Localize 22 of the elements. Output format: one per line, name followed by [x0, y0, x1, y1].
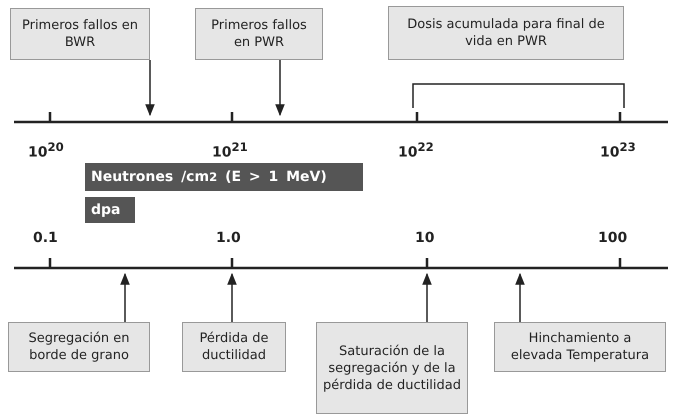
annotation-box: Pérdida de ductilidad: [182, 322, 286, 372]
arrow: [145, 60, 155, 116]
annotation-box: Hinchamiento a elevada Temperatura: [494, 322, 666, 372]
tick-label: 10$^{22}$: [398, 140, 434, 161]
tick-label: 10$^{21}$: [212, 140, 248, 161]
tick-label: 10$^{20}$: [28, 140, 64, 161]
annotation-box: Primeros fallos en BWR: [10, 8, 150, 60]
arrow: [120, 272, 130, 322]
tick-label: 1.0: [216, 230, 241, 246]
tick-label: 10: [415, 230, 434, 246]
scale-label: dpa: [85, 197, 135, 223]
arrow: [515, 272, 525, 322]
annotation-box: Saturación de la segregación y de la pérdida de ductilidad: [316, 322, 468, 414]
arrow: [422, 272, 432, 322]
tick-label: 0.1: [33, 230, 58, 246]
annotation-box: Dosis acumulada para final de vida en PWR: [388, 6, 624, 60]
arrow: [275, 60, 285, 116]
tick-label: 100: [598, 230, 628, 246]
arrow: [227, 272, 237, 322]
annotation-box: Primeros fallos en PWR: [195, 8, 323, 60]
annotation-box: Segregación en borde de grano: [8, 322, 150, 372]
tick-label: 10$^{23}$: [600, 140, 636, 161]
